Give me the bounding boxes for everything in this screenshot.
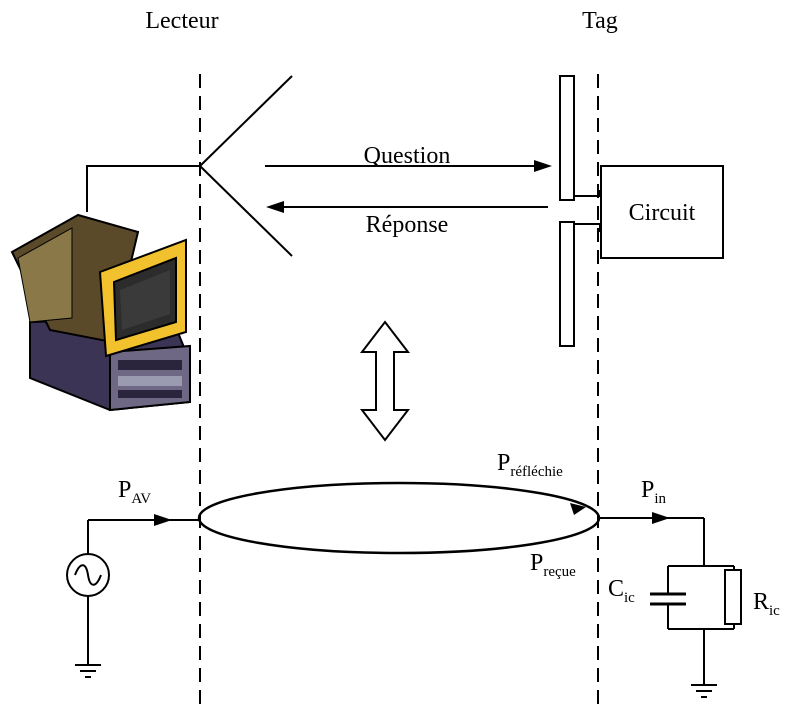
response-label: Réponse — [366, 212, 449, 238]
ac-source-icon — [66, 553, 110, 597]
tag-antenna — [559, 75, 601, 347]
p-av-label: PAV — [118, 477, 151, 507]
p-reflected-label: Préfléchie — [497, 450, 563, 480]
p-av-arrowhead — [154, 514, 172, 526]
p-in-arrowhead — [652, 512, 670, 524]
ground-icon — [75, 664, 101, 678]
response-arrowhead — [266, 201, 284, 213]
tag-header: Tag — [582, 8, 618, 34]
reader-header: Lecteur — [145, 8, 218, 34]
ground-icon-right — [691, 684, 717, 698]
c-ic-label: Cic — [608, 576, 635, 606]
computer-icon — [10, 213, 191, 412]
transmission-path — [197, 481, 601, 555]
p-in-label: Pin — [641, 477, 667, 507]
circuit-label: Circuit — [629, 200, 696, 226]
r-ic-label: Ric — [753, 589, 780, 619]
question-arrowhead — [534, 160, 552, 172]
antenna-icon — [86, 75, 293, 257]
reflected-arrowhead — [570, 503, 586, 515]
circuit-box — [600, 165, 724, 259]
p-received-label: Preçue — [530, 550, 576, 580]
double-arrow-icon — [359, 320, 411, 442]
resistor-icon — [724, 569, 742, 625]
capacitor-icon — [650, 592, 686, 606]
question-label: Question — [364, 143, 451, 169]
